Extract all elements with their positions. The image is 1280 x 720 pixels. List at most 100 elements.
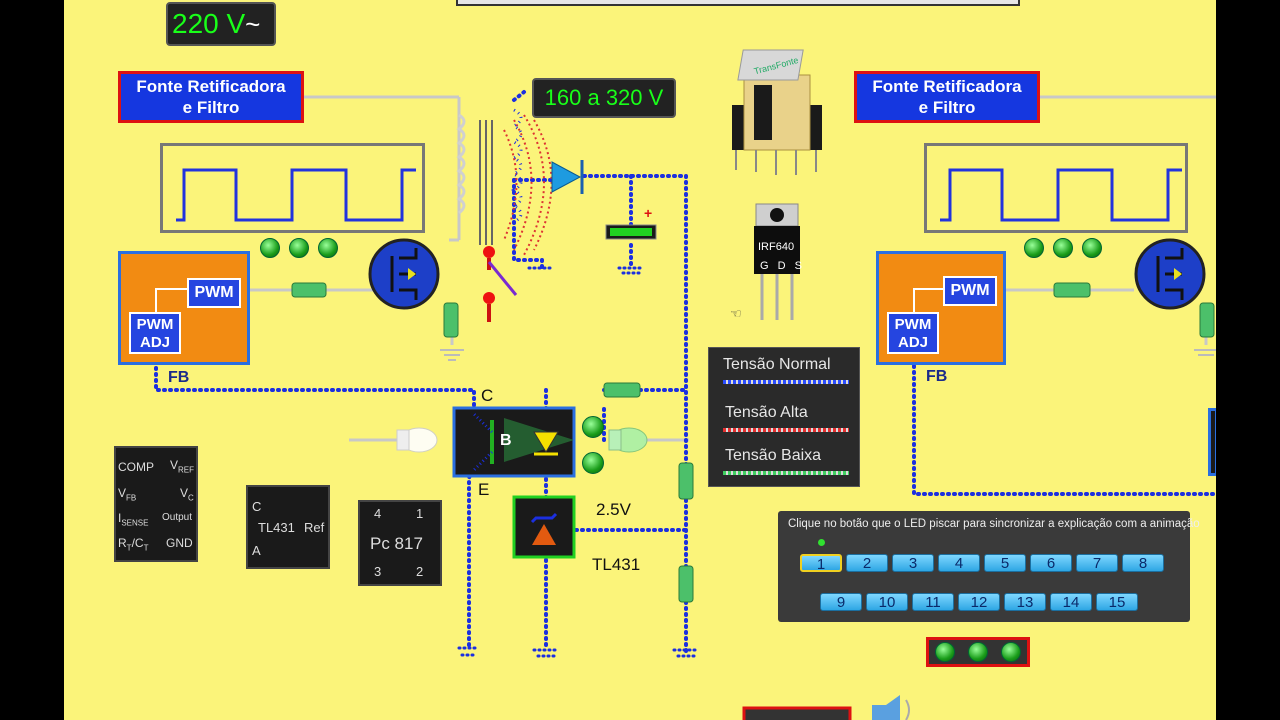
right-fb-label: FB	[926, 368, 948, 385]
uc3842-pin-comp: COMP	[118, 460, 154, 474]
right-scope-controls	[1024, 238, 1102, 258]
pc817-pin3: 3	[374, 564, 382, 579]
uc3842-pin-vref: VREF	[170, 458, 195, 475]
legend-low-label: Tensão Baixa	[725, 447, 822, 464]
tl431-voltage-label: 2.5V	[596, 500, 631, 519]
legend-high-line	[723, 428, 849, 432]
pc817-chip: 4 1 Pc 817 3 2	[358, 500, 442, 586]
pc817-pin1: 1	[416, 506, 424, 521]
legend-normal-line	[723, 380, 849, 384]
sync-button-8[interactable]: 8	[1122, 554, 1164, 572]
left-pwm-controller: PWM PWM ADJ	[118, 251, 250, 365]
sync-button-6[interactable]: 6	[1030, 554, 1072, 572]
sync-panel: Clique no botão que o LED piscar para si…	[778, 511, 1200, 622]
speaker-icon	[872, 695, 910, 720]
left-rectifier-title-line2: e Filtro	[182, 98, 240, 117]
playback-controls	[926, 637, 1030, 667]
irf640-name: IRF640	[758, 241, 795, 253]
resistors	[291, 282, 1215, 603]
voltage-legend: Tensão Normal Tensão Alta Tensão Baixa	[708, 347, 860, 487]
left-scope-prev-button[interactable]	[260, 238, 280, 258]
left-pwm-label: PWM	[187, 278, 241, 308]
uc3842-pin-vfb: VFB	[118, 486, 137, 503]
left-scope-next-button[interactable]	[318, 238, 338, 258]
legend-low-line	[723, 471, 849, 475]
sync-button-14[interactable]: 14	[1050, 593, 1092, 611]
right-scope-next-button[interactable]	[1082, 238, 1102, 258]
right-scope-prev-button[interactable]	[1024, 238, 1044, 258]
sync-button-12[interactable]: 12	[958, 593, 1000, 611]
svg-text:+: +	[644, 205, 652, 221]
right-pwm-link	[913, 288, 945, 314]
sync-button-5[interactable]: 5	[984, 554, 1026, 572]
irf640-pins: G D S	[760, 260, 805, 272]
ac-symbol-icon: ~	[245, 8, 261, 39]
right-rectifier-title-line1: Fonte Retificadora	[872, 77, 1022, 96]
uc3842-pin-rtct: RT/CT	[118, 536, 149, 553]
playback-play-button[interactable]	[967, 642, 988, 662]
transformer-image: TransFonte	[732, 49, 822, 175]
legend-high-label: Tensão Alta	[725, 404, 808, 421]
sync-instruction: Clique no botão que o LED piscar para si…	[788, 518, 1200, 530]
pc817-name: Pc 817	[370, 534, 423, 553]
sync-button-11[interactable]: 11	[912, 593, 954, 611]
uc3842-pin-isense: ISENSE	[118, 511, 149, 528]
sync-button-2[interactable]: 2	[846, 554, 888, 572]
sync-row-2: 9 10 11 12 13 14 15	[820, 593, 1138, 611]
left-fb-label: FB	[168, 369, 190, 386]
sync-button-7[interactable]: 7	[1076, 554, 1118, 572]
animation-stage: +	[64, 0, 1216, 720]
input-voltage-value: 220 V	[172, 8, 246, 39]
playback-next-button[interactable]	[1000, 642, 1021, 662]
hand-cursor-icon: ☜	[730, 306, 742, 321]
uc3842-chip: COMP VFB ISENSE RT/CT VREF VC Output GND	[114, 446, 198, 562]
left-rectifier-title-line1: Fonte Retificadora	[136, 77, 286, 96]
left-pwm-adj: PWM ADJ	[129, 312, 181, 354]
sync-button-13[interactable]: 13	[1004, 593, 1046, 611]
left-rectifier-title: Fonte Retificadora e Filtro	[118, 71, 304, 123]
tl431-chip-c: C	[252, 499, 262, 514]
left-pwm-link	[155, 288, 189, 314]
left-scope-controls	[260, 238, 338, 258]
pc817-pin2: 2	[416, 564, 424, 579]
sync-button-15[interactable]: 15	[1096, 593, 1138, 611]
right-pwm-adj: PWM ADJ	[887, 312, 939, 354]
opto-collector-label: C	[481, 386, 494, 405]
sync-row-1: 1 2 3 4 5 6 7 8	[800, 554, 1164, 573]
right-pwm-adj-line1: PWM	[894, 316, 932, 333]
tl431-name-label: TL431	[592, 555, 641, 574]
sync-button-1[interactable]: 1	[800, 554, 842, 573]
sync-button-3[interactable]: 3	[892, 554, 934, 572]
voltage-down-button[interactable]	[582, 452, 604, 474]
left-scope-play-button[interactable]	[289, 238, 309, 258]
tl431-chip-ref: Ref	[304, 520, 325, 535]
right-pwm-label: PWM	[943, 276, 997, 306]
left-pwm-adj-line2: ADJ	[139, 334, 170, 351]
right-rectifier-title: Fonte Retificadora e Filtro	[854, 71, 1040, 123]
irf640-image	[754, 203, 800, 320]
pc817-pin4: 4	[374, 506, 382, 521]
sync-led-indicator	[818, 539, 825, 546]
right-optocoupler-partial	[1208, 408, 1216, 476]
opto-emitter-label: E	[478, 480, 490, 499]
sync-button-9[interactable]: 9	[820, 593, 862, 611]
left-oscilloscope	[160, 143, 425, 233]
sync-button-4[interactable]: 4	[938, 554, 980, 572]
uc3842-pin-vc: VC	[180, 486, 194, 503]
voltage-up-button[interactable]	[582, 416, 604, 438]
playback-prev-button[interactable]	[935, 642, 956, 662]
input-voltage-readout: 220 V ~	[166, 2, 276, 46]
right-pwm-controller: PWM PWM ADJ	[876, 251, 1006, 365]
left-pwm-adj-line1: PWM	[136, 316, 174, 333]
sync-button-10[interactable]: 10	[866, 593, 908, 611]
tl431-chip-a: A	[252, 543, 261, 558]
voltage-range-value: 160 a 320 V	[544, 85, 664, 110]
top-title-bar-partial	[456, 0, 1020, 6]
opto-base-label: B	[500, 432, 512, 449]
right-oscilloscope	[924, 143, 1188, 233]
right-scope-play-button[interactable]	[1053, 238, 1073, 258]
right-rectifier-title-line2: e Filtro	[918, 98, 976, 117]
tl431-chip-name: TL431	[258, 520, 295, 535]
schematic-wires: +	[154, 49, 1216, 720]
voltage-range-readout: 160 a 320 V	[532, 78, 676, 118]
